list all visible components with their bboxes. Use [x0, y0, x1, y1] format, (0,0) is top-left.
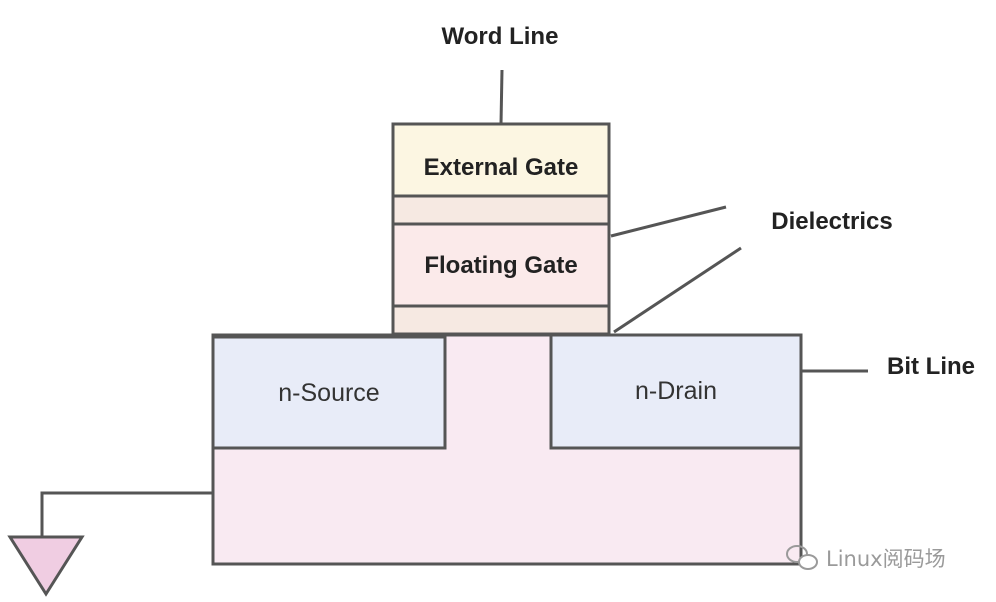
floating-gate-block — [391, 222, 611, 308]
upper-dielectric-layer — [391, 194, 611, 226]
source-label: n-Source — [278, 379, 379, 407]
floating-gate-label: Floating Gate — [424, 252, 577, 279]
ground-symbol — [7, 535, 85, 597]
lower-dielectric-layer — [391, 304, 611, 336]
external-gate-block — [391, 122, 611, 198]
source-region — [211, 335, 447, 450]
dielectric-pointer-lower — [613, 246, 742, 334]
external-gate-label: External Gate — [424, 154, 579, 181]
dielectrics-label: Dielectrics — [771, 208, 892, 235]
word-line-label: Word Line — [442, 23, 559, 50]
ground-wire — [40, 491, 212, 537]
word-line-wire — [499, 69, 504, 125]
drain-label: n-Drain — [635, 377, 717, 405]
wechat-icon — [786, 545, 818, 570]
dielectric-pointer-upper — [610, 205, 727, 238]
watermark: Linux阅码场 — [786, 545, 946, 571]
watermark-text: Linux阅码场 — [826, 547, 946, 571]
drain-region — [549, 333, 803, 450]
bit-line-label: Bit Line — [887, 353, 975, 380]
